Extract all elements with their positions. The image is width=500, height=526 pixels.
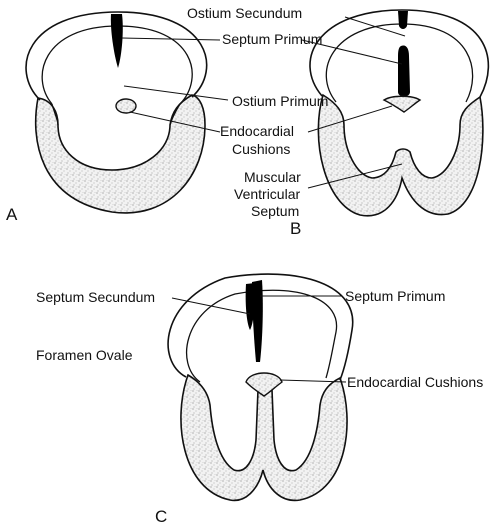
leader-septum-primum-b: [301, 39, 403, 65]
label-muscular-line3: Septum: [251, 203, 299, 219]
panel-b-endocardial-cushion: [382, 95, 422, 113]
panel-label-c: C: [155, 507, 167, 526]
label-muscular-line2: Ventricular: [234, 186, 300, 202]
panel-c-heart: [167, 273, 354, 502]
leader-septum-primum-a: [121, 37, 221, 41]
panel-b-ventricle-wall: [317, 93, 484, 217]
label-endocardial-cushions-b-line1: Endocardial: [220, 123, 294, 139]
panel-b-atrium-outer: [309, 9, 490, 98]
panel-c-atrium-inner: [185, 289, 338, 383]
leader-lines: [121, 16, 406, 383]
leader-ostium-secundum: [344, 16, 406, 37]
leader-endocardial-cushions-c: [279, 379, 347, 383]
label-septum-primum-c: Septum Primum: [345, 288, 445, 304]
panel-a-ventricle-wall: [34, 94, 206, 214]
panel-a-endocardial-cushion: [115, 98, 137, 114]
leader-endocardial-cushion-b: [307, 105, 393, 133]
panel-a-heart: [25, 11, 208, 214]
leader-ostium-primum: [123, 85, 229, 101]
panel-label-b: B: [290, 219, 301, 238]
panel-a-septum-primum: [110, 14, 123, 68]
panel-c-atrium-outer: [167, 273, 354, 381]
panel-b-septum-primum-top: [398, 11, 408, 29]
panel-b-septum-primum-lower: [398, 45, 410, 97]
panel-c-endocardial-cushion: [245, 372, 283, 397]
label-muscular-line1: Muscular: [244, 169, 301, 185]
panel-a-atrium-outer: [25, 11, 208, 101]
panel-c-ventricle-wall: [180, 373, 348, 502]
label-ostium-primum: Ostium Primum: [232, 93, 328, 109]
label-septum-primum-b: Septum Primum: [222, 31, 322, 47]
label-ostium-secundum: Ostium Secundum: [187, 5, 302, 21]
label-endocardial-cushions-c: Endocardial Cushions: [347, 374, 483, 390]
leader-endocardial-cushion-a: [129, 111, 221, 133]
panel-c-septum-secundum: [245, 283, 256, 330]
panel-label-a: A: [6, 205, 18, 224]
label-foramen-ovale: Foramen Ovale: [36, 347, 133, 363]
panel-b-heart: [309, 9, 490, 217]
leader-muscular-septum: [307, 163, 403, 189]
panel-a-lumen: [51, 103, 181, 126]
leader-septum-secundum: [171, 297, 251, 315]
label-septum-secundum: Septum Secundum: [36, 289, 155, 305]
label-endocardial-cushions-b-line2: Cushions: [232, 141, 290, 157]
